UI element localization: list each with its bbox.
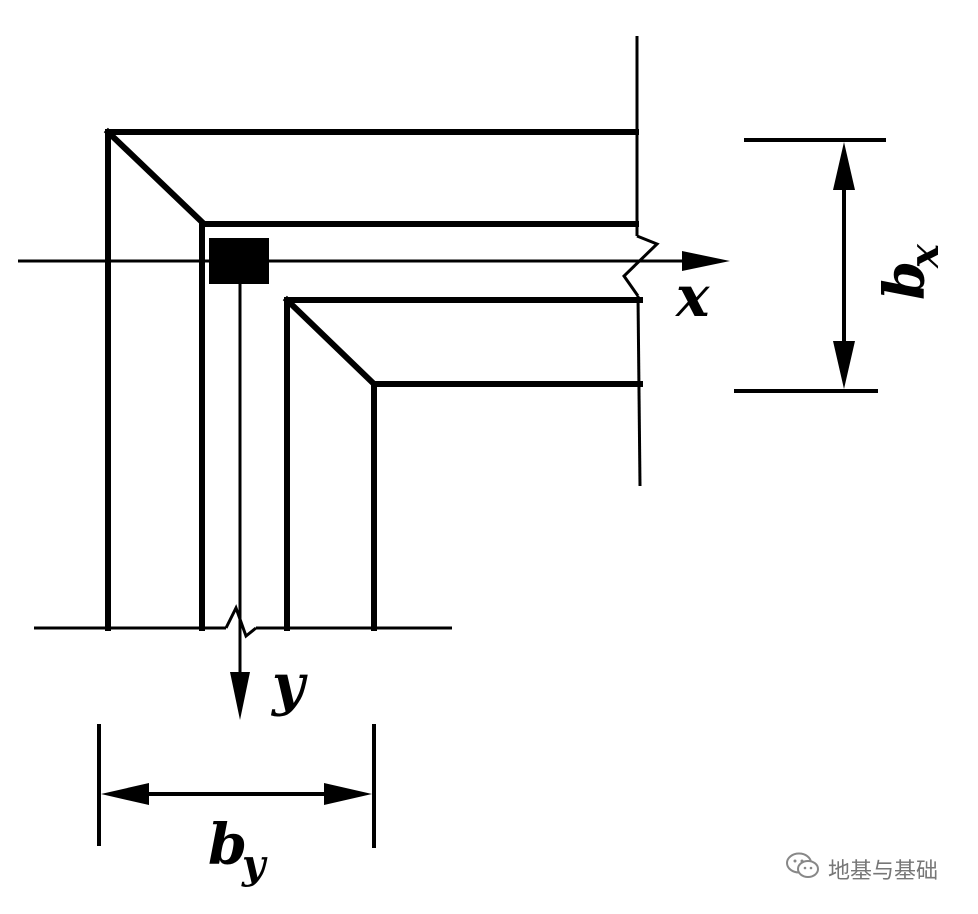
angle-inner-chamfer — [282, 295, 379, 389]
bx-label-sub: x — [901, 243, 948, 269]
y-axis-arrowhead — [230, 672, 250, 720]
bx-label-main: b — [872, 261, 938, 300]
wechat-icon — [786, 852, 820, 885]
right-break-zigzag — [622, 234, 660, 297]
bx-label: b x — [872, 243, 948, 300]
bx-arrowhead-bottom — [833, 341, 855, 389]
right-break-line-bottom — [636, 295, 642, 487]
by-arrowhead-right — [324, 783, 372, 805]
by-arrowhead-left — [101, 783, 149, 805]
by-label-main: b — [208, 812, 247, 878]
y-axis-label: y — [270, 652, 308, 718]
bx-arrowhead-top — [833, 142, 855, 190]
watermark-text: 地基与基础 — [828, 858, 939, 884]
watermark: 地基与基础 — [786, 852, 938, 885]
x-axis-label: x — [675, 264, 710, 330]
angle-outer-inner-line — [199, 221, 639, 631]
angle-outer-chamfer — [103, 127, 209, 229]
by-label-sub: y — [241, 841, 268, 888]
x-axis-arrowhead — [682, 251, 730, 271]
angle-inner-offset-line — [371, 381, 643, 631]
